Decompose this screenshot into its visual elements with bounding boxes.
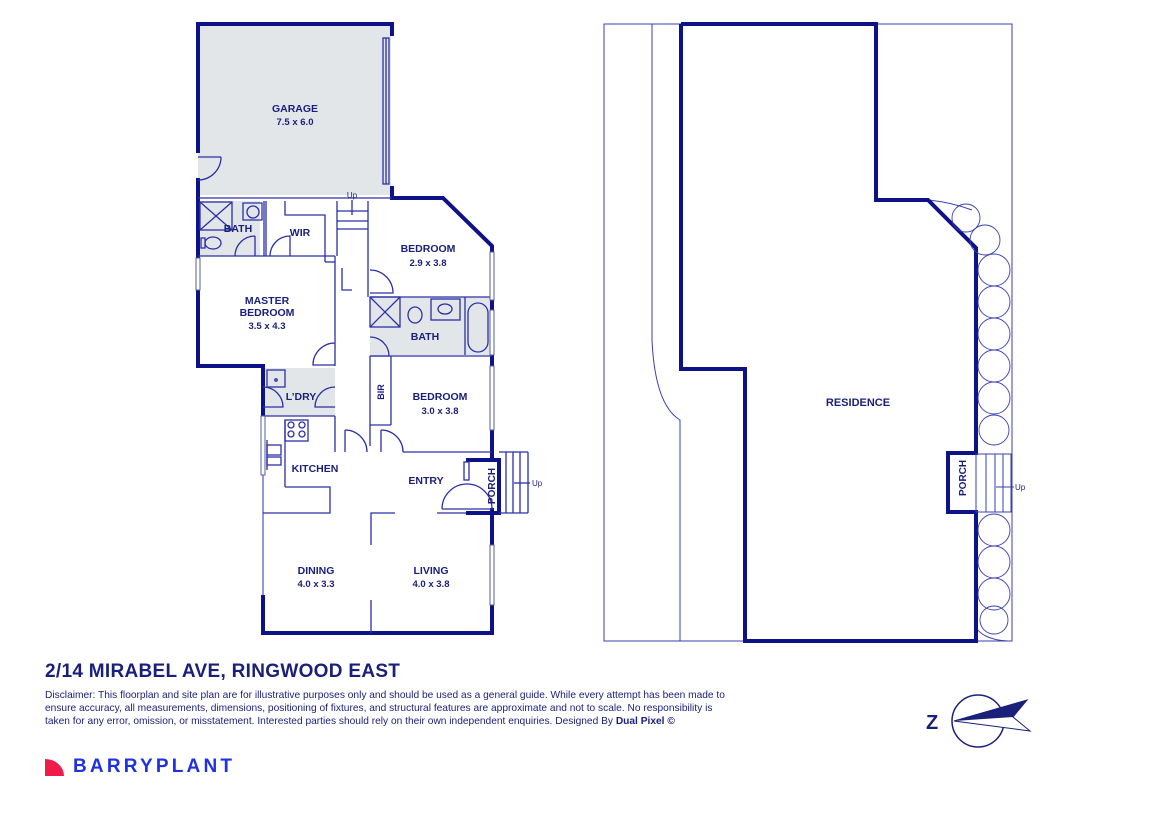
compass-label: Z <box>926 712 938 734</box>
floorplan-drawing: GARAGE 7.5 x 6.0 BATH WIR BEDROOM 2.9 x … <box>195 22 1026 643</box>
room-label: MASTER <box>245 295 290 307</box>
laundry-fill <box>263 368 335 416</box>
room-label: DINING <box>298 565 335 577</box>
porch-stairs-up-label: Up <box>532 479 543 488</box>
siteplan: RESIDENCE PORCH Up <box>603 22 1026 643</box>
interior-walls <box>197 37 530 633</box>
site-porch-label: PORCH <box>958 460 969 496</box>
room-label: BEDROOM <box>401 243 456 255</box>
room-size: 7.5 x 6.0 <box>277 117 314 128</box>
brand-logo: BARRYPLANT <box>45 756 235 778</box>
garage-fill <box>198 25 391 195</box>
room-label: BEDROOM <box>413 391 468 403</box>
room-label: GARAGE <box>272 103 318 115</box>
north-compass-icon: Z <box>926 694 1032 748</box>
site-stairs-up-label: Up <box>1015 483 1026 492</box>
disclaimer: Disclaimer: This floorplan and site plan… <box>45 689 735 728</box>
site-porch-stairs <box>975 453 1014 513</box>
brand-mark-icon <box>45 758 64 776</box>
brand-name: BARRYPLANT <box>73 756 236 777</box>
residence-outline <box>679 22 978 643</box>
designer-credit: Dual Pixel © <box>615 716 675 727</box>
room-label: ENTRY <box>408 475 443 487</box>
hedge-icon <box>951 203 1011 635</box>
ensuite-fill <box>198 201 260 256</box>
room-label: PORCH <box>487 468 498 504</box>
room-labels: GARAGE 7.5 x 6.0 BATH WIR BEDROOM 2.9 x … <box>224 103 498 590</box>
room-size: 3.0 x 3.8 <box>422 406 459 417</box>
floorplan: GARAGE 7.5 x 6.0 BATH WIR BEDROOM 2.9 x … <box>195 22 543 635</box>
property-address: 2/14 MIRABEL AVE, RINGWOOD EAST <box>45 661 401 682</box>
exterior-walls <box>196 22 501 635</box>
room-label: KITCHEN <box>292 463 339 475</box>
room-label: LIVING <box>413 565 448 577</box>
room-label: BEDROOM <box>240 307 295 319</box>
room-label: BIR <box>376 384 386 400</box>
stairs-up-label: Up <box>347 191 358 200</box>
room-label: BATH <box>224 223 252 235</box>
disclaimer-text: Disclaimer: This floorplan and site plan… <box>45 690 725 727</box>
site-boundary <box>603 23 1013 642</box>
room-size: 4.0 x 3.3 <box>298 579 335 590</box>
room-label: L’DRY <box>286 391 317 403</box>
room-label: BATH <box>411 331 439 343</box>
residence-label: RESIDENCE <box>826 397 890 409</box>
room-size: 2.9 x 3.8 <box>410 258 447 269</box>
room-size: 3.5 x 4.3 <box>249 321 286 332</box>
room-label: WIR <box>290 227 311 239</box>
room-size: 4.0 x 3.8 <box>413 579 450 590</box>
windows <box>195 251 495 606</box>
